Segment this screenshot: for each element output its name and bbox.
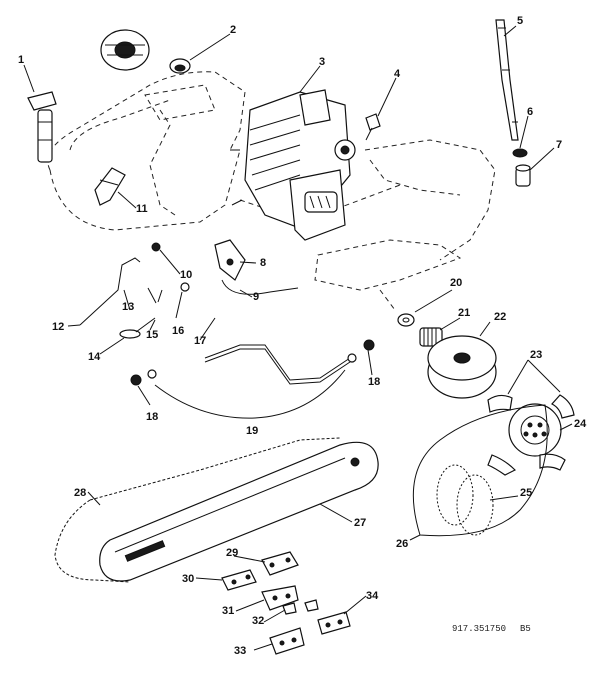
callout-labels: 1 2 3 4 5 6 7 8 9 10 11 12 13 14 15 16 1…: [18, 15, 587, 657]
leader-lines: [23, 25, 573, 651]
drawing-revision: B5: [520, 624, 531, 634]
callout-18-left: 18: [146, 411, 158, 423]
callout-16: 16: [172, 325, 184, 337]
throttle-rod: [79, 257, 141, 326]
oil-line: [495, 19, 519, 141]
saw-chain: [54, 437, 341, 583]
callout-18-right: 18: [368, 376, 380, 388]
guide-bar: [99, 441, 379, 582]
callout-25: 25: [520, 487, 532, 499]
callout-7: 7: [556, 139, 562, 151]
callout-10: 10: [180, 269, 192, 281]
callout-28: 28: [74, 487, 86, 499]
callout-12: 12: [52, 321, 64, 333]
clutch-spring: [436, 464, 494, 536]
callout-4: 4: [394, 68, 401, 80]
callout-30: 30: [182, 573, 194, 585]
clutch-washer: [397, 313, 415, 327]
callout-13: 13: [122, 301, 134, 313]
bar-nut: [130, 339, 375, 386]
muffler-screen: [100, 29, 150, 71]
callout-1: 1: [18, 54, 24, 66]
spring: [119, 242, 190, 339]
clutch-assembly: [487, 394, 575, 476]
callout-2: 2: [230, 24, 236, 36]
callout-32: 32: [252, 615, 264, 627]
throttle-linkage: [214, 239, 299, 295]
clutch-group-outline: [412, 404, 548, 537]
callout-6: 6: [527, 106, 533, 118]
starter-grip: [27, 91, 57, 163]
needle-bearing: [419, 327, 443, 347]
callout-8: 8: [260, 257, 266, 269]
oil-filter: [515, 164, 531, 187]
callout-3: 3: [319, 56, 325, 68]
callout-26: 26: [396, 538, 408, 550]
callout-5: 5: [517, 15, 523, 27]
callout-22: 22: [494, 311, 506, 323]
chain-links: [221, 551, 351, 655]
drawing-reference: 917.351750 B5: [452, 624, 531, 634]
callout-9: 9: [253, 291, 259, 303]
brake-rod: [204, 344, 351, 385]
callout-19: 19: [246, 425, 258, 437]
callout-20: 20: [450, 277, 462, 289]
callout-14: 14: [88, 351, 101, 363]
group-bracket: [154, 369, 346, 419]
callout-31: 31: [222, 605, 234, 617]
callout-33-chain: 33: [234, 645, 246, 657]
callout-34: 34: [366, 590, 379, 602]
callout-15: 15: [146, 329, 158, 341]
callout-21: 21: [458, 307, 470, 319]
callout-24: 24: [574, 418, 587, 430]
callout-17: 17: [194, 335, 206, 347]
filter-washer: [512, 148, 528, 158]
callout-23-clutch: 23: [530, 349, 542, 361]
screw: [365, 113, 381, 141]
callout-11: 11: [136, 203, 148, 215]
drawing-number: 917.351750: [452, 624, 506, 634]
callout-27: 27: [354, 517, 366, 529]
callout-29: 29: [226, 547, 238, 559]
clutch-drum: [427, 335, 497, 399]
engine-assembly: [230, 89, 356, 241]
throttle-trigger: [94, 167, 126, 206]
grommet: [169, 58, 191, 74]
